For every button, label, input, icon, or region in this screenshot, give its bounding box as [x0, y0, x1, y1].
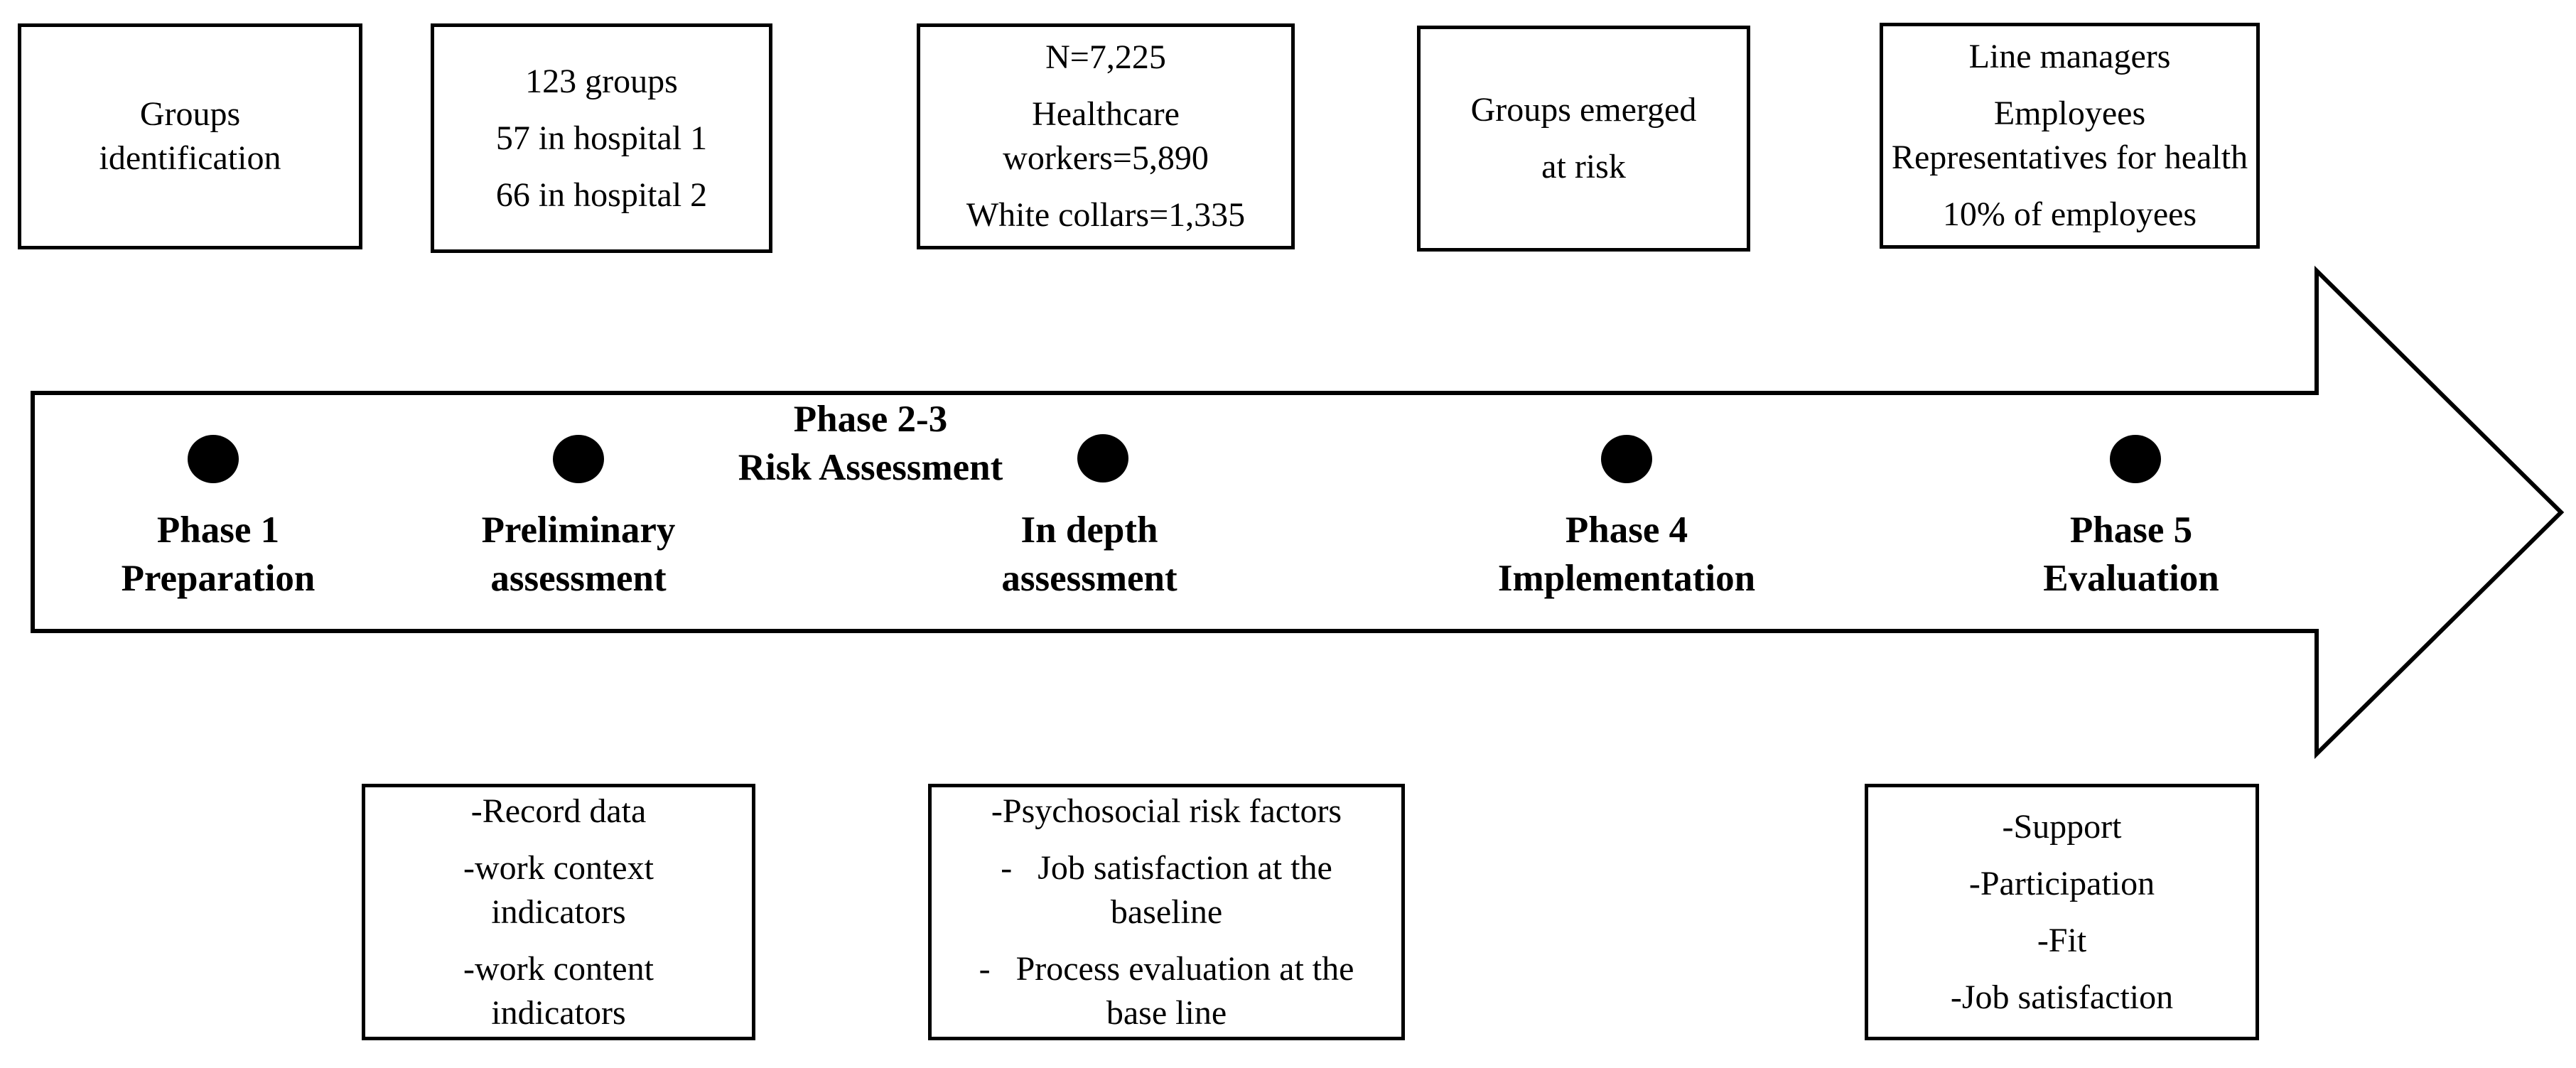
text-line: -Job satisfaction: [1950, 978, 2174, 1016]
text-line: at risk: [1541, 148, 1626, 185]
text-paragraph: -work context indicators: [463, 846, 654, 934]
text-line: Phase 4: [1565, 509, 1688, 551]
text-line: In depth: [1020, 509, 1158, 551]
text-line: -Psychosocial risk factors: [991, 792, 1342, 830]
text-line: -Participation: [1968, 864, 2155, 902]
text-line: Phase 1: [156, 509, 280, 551]
text-line: assessment: [1001, 558, 1177, 599]
text-paragraph: 123 groups: [525, 60, 678, 104]
timeline-dot-phase-2: [553, 435, 604, 483]
text-line: 123 groups: [525, 62, 678, 100]
text-line: -Fit: [2037, 921, 2087, 959]
text-line: Healthcare: [1032, 95, 1180, 133]
top-box-groups-identification: Groups identification: [18, 23, 362, 249]
text-line: Line managers: [1968, 38, 2171, 75]
text-line: 66 in hospital 2: [495, 176, 708, 214]
text-paragraph: Healthcare workers=5,890: [1003, 92, 1209, 180]
text-paragraph: -Job satisfaction: [1951, 976, 2173, 1020]
text-line: Preparation: [121, 558, 316, 599]
text-line: 10% of employees: [1942, 195, 2197, 233]
text-line: - Job satisfaction at the: [1001, 848, 1332, 887]
text-line: -Record data: [470, 792, 647, 830]
timeline-dot-phase-5: [2110, 435, 2161, 483]
phase-label-5-evaluation: Phase 5 Evaluation: [1918, 506, 2344, 603]
text-line: Risk Assessment: [738, 447, 1003, 488]
text-line: - Process evaluation at the: [979, 949, 1354, 988]
text-line: -work content: [463, 949, 654, 988]
text-paragraph: -Record data: [471, 789, 647, 834]
text-line: assessment: [490, 558, 667, 599]
top-box-groups-at-risk: Groups emerged at risk: [1417, 26, 1750, 252]
text-line: -Support: [2002, 807, 2122, 846]
text-paragraph: Line managers: [1969, 35, 2171, 79]
text-line: workers=5,890: [1003, 139, 1209, 177]
text-paragraph: -work content indicators: [463, 947, 654, 1035]
text-line: base line: [1106, 993, 1227, 1032]
text-line: White collars=1,335: [966, 196, 1246, 234]
text-line: indicators: [491, 892, 626, 931]
text-line: Phase 5: [2069, 509, 2193, 551]
timeline-dot-phase-4: [1601, 435, 1652, 483]
text-line: N=7,225: [1045, 38, 1166, 76]
text-paragraph: -Support: [2003, 805, 2122, 849]
text-paragraph: Groups identification: [99, 92, 281, 180]
text-line: Implementation: [1497, 558, 1756, 599]
top-box-group-counts: 123 groups 57 in hospital 1 66 in hospital…: [431, 23, 772, 253]
text-line: Representatives for health: [1891, 139, 2248, 176]
phase-label-2-preliminary-assessment: Preliminary assessment: [365, 506, 792, 603]
text-paragraph: - Job satisfaction at the baseline: [1001, 846, 1332, 934]
phase-label-4-implementation: Phase 4 Implementation: [1413, 506, 1840, 603]
text-paragraph: Groups emerged: [1471, 88, 1697, 132]
text-line: Preliminary: [481, 509, 676, 551]
text-line: Groups emerged: [1470, 91, 1697, 129]
text-paragraph: 10% of employees: [1943, 193, 2197, 237]
text-paragraph: 57 in hospital 1: [496, 117, 707, 161]
text-paragraph: -Fit: [2037, 919, 2086, 963]
text-line: Evaluation: [2043, 558, 2219, 599]
text-paragraph: -Psychosocial risk factors: [991, 789, 1342, 834]
timeline-dot-phase-3: [1077, 434, 1128, 482]
timeline-dot-phase-1: [188, 435, 239, 483]
arrow-shape: [31, 265, 2565, 760]
text-line: identification: [99, 139, 281, 177]
text-paragraph: - Process evaluation at the base line: [979, 947, 1354, 1035]
text-line: Employees: [1993, 95, 2146, 132]
text-paragraph: at risk: [1541, 145, 1626, 189]
bottom-box-assessment-measures: -Psychosocial risk factors - Job satisfac…: [928, 784, 1405, 1040]
text-line: baseline: [1110, 892, 1223, 931]
text-paragraph: -Participation: [1969, 862, 2155, 906]
phase-label-1-preparation: Phase 1 Preparation: [5, 506, 431, 603]
text-paragraph: 66 in hospital 2: [496, 173, 707, 217]
bottom-box-evaluation-measures: -Support -Participation -Fit -Job satisfact…: [1865, 784, 2259, 1040]
text-line: -work context: [463, 848, 654, 887]
text-paragraph: White collars=1,335: [966, 193, 1245, 237]
text-line: Phase 2-3: [793, 399, 948, 440]
phase-label-3-in-depth-assessment: In depth assessment: [876, 506, 1303, 603]
text-paragraph: N=7,225: [1045, 36, 1166, 80]
text-line: Groups: [139, 95, 241, 133]
text-line: indicators: [491, 993, 626, 1032]
text-line: 57 in hospital 1: [495, 119, 708, 157]
